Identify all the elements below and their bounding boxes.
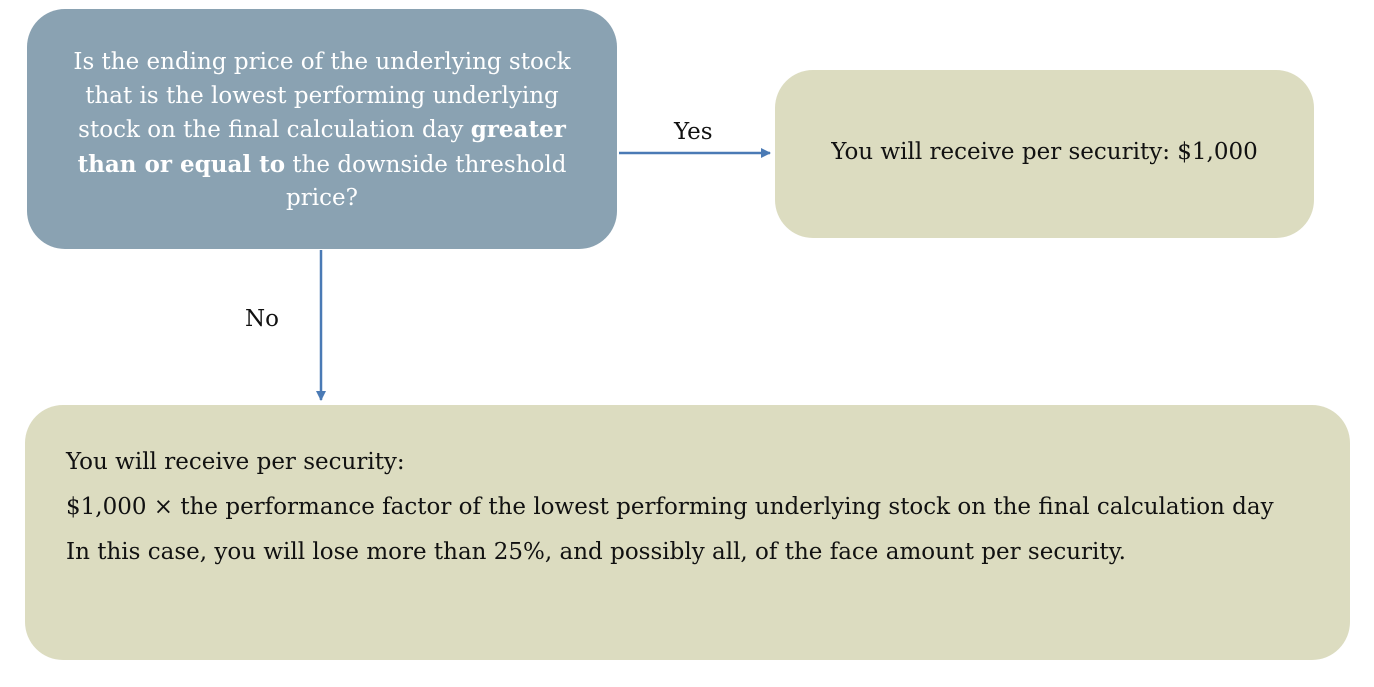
yes-outcome-box: You will receive per security: $1,000 (775, 70, 1314, 238)
question-text-part1: Is the ending price of the underlying st… (73, 49, 571, 144)
decision-question-text: Is the ending price of the underlying st… (62, 46, 582, 216)
no-branch-label: No (245, 306, 279, 332)
no-outcome-line-3: In this case, you will lose more than 25… (66, 539, 1126, 565)
question-text-part2: the downside threshold price? (285, 151, 567, 212)
no-outcome-box: You will receive per security: $1,000 × … (25, 405, 1350, 660)
decision-question-box: Is the ending price of the underlying st… (27, 9, 617, 249)
no-outcome-line-2: $1,000 × the performance factor of the l… (66, 494, 1274, 520)
yes-outcome-text: You will receive per security: $1,000 (831, 139, 1258, 165)
no-outcome-line-1: You will receive per security: (66, 449, 405, 475)
yes-branch-label: Yes (674, 119, 713, 145)
question-text-emphasis: greater than or equal to (77, 116, 566, 178)
